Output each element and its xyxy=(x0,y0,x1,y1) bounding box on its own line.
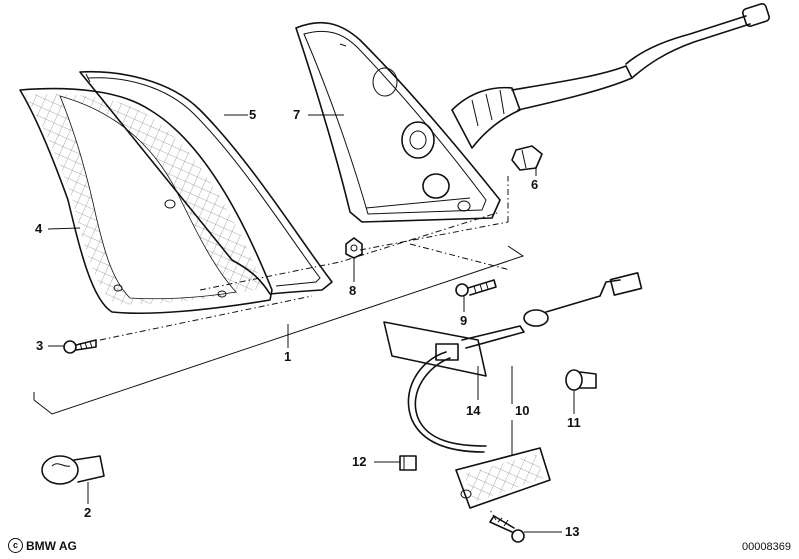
diagram-id: 00008369 xyxy=(742,541,791,553)
part-label-11: 11 xyxy=(567,415,581,430)
part-label-12: 12 xyxy=(352,454,367,469)
plug-12 xyxy=(399,455,417,471)
part-label-10: 10 xyxy=(515,403,530,418)
copyright-icon: c xyxy=(8,538,23,553)
copyright-mark: c BMW AG xyxy=(8,538,77,553)
lens-shape xyxy=(19,87,273,315)
part-label-3: 3 xyxy=(36,338,44,353)
part-label-5: 5 xyxy=(249,107,257,122)
part-label-4: 4 xyxy=(35,221,43,236)
leader-lines xyxy=(47,114,575,533)
part-label-2: 2 xyxy=(84,505,92,520)
gasket-shape xyxy=(79,70,333,295)
part-label-8: 8 xyxy=(349,283,357,298)
brand-text: BMW AG xyxy=(26,538,77,553)
part-label-7: 7 xyxy=(293,107,301,122)
screw-3 xyxy=(63,339,97,354)
part-label-1: 1 xyxy=(284,349,292,364)
bulb-2 xyxy=(41,455,105,485)
part-label-9: 9 xyxy=(460,313,468,328)
nut-8 xyxy=(345,237,363,259)
part-label-6: 6 xyxy=(531,177,539,192)
housing-shape xyxy=(295,21,501,223)
screw-13 xyxy=(489,515,525,543)
screw-9 xyxy=(455,279,497,297)
cable-grommet xyxy=(451,2,770,149)
axis-lines xyxy=(99,176,511,521)
plate-light-assembly xyxy=(383,272,643,509)
part-label-13: 13 xyxy=(565,524,580,539)
bulb-11 xyxy=(565,369,597,391)
part-label-14: 14 xyxy=(466,403,481,418)
clip-6 xyxy=(511,145,543,171)
